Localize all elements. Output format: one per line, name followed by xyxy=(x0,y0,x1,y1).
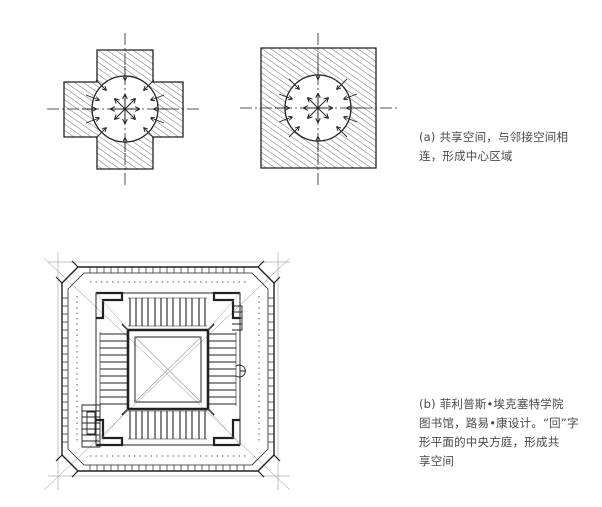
diagram-a-square xyxy=(240,33,398,185)
radial-arrows-b xyxy=(304,94,332,122)
radial-arrows-a xyxy=(111,95,139,123)
library-floor-plan xyxy=(44,252,290,490)
caption-a: (a) 共享空间，与邻接空间相 连，形成中心区域 xyxy=(419,130,569,163)
inward-arrows-a xyxy=(82,66,168,152)
inward-arrows-b xyxy=(275,64,361,152)
diagram-a-cross xyxy=(47,33,202,185)
caption-b: (b) 菲利普斯•埃克塞特学院 图书馆，路易•康设计。“回”字 形平面的中央方庭… xyxy=(419,397,579,468)
